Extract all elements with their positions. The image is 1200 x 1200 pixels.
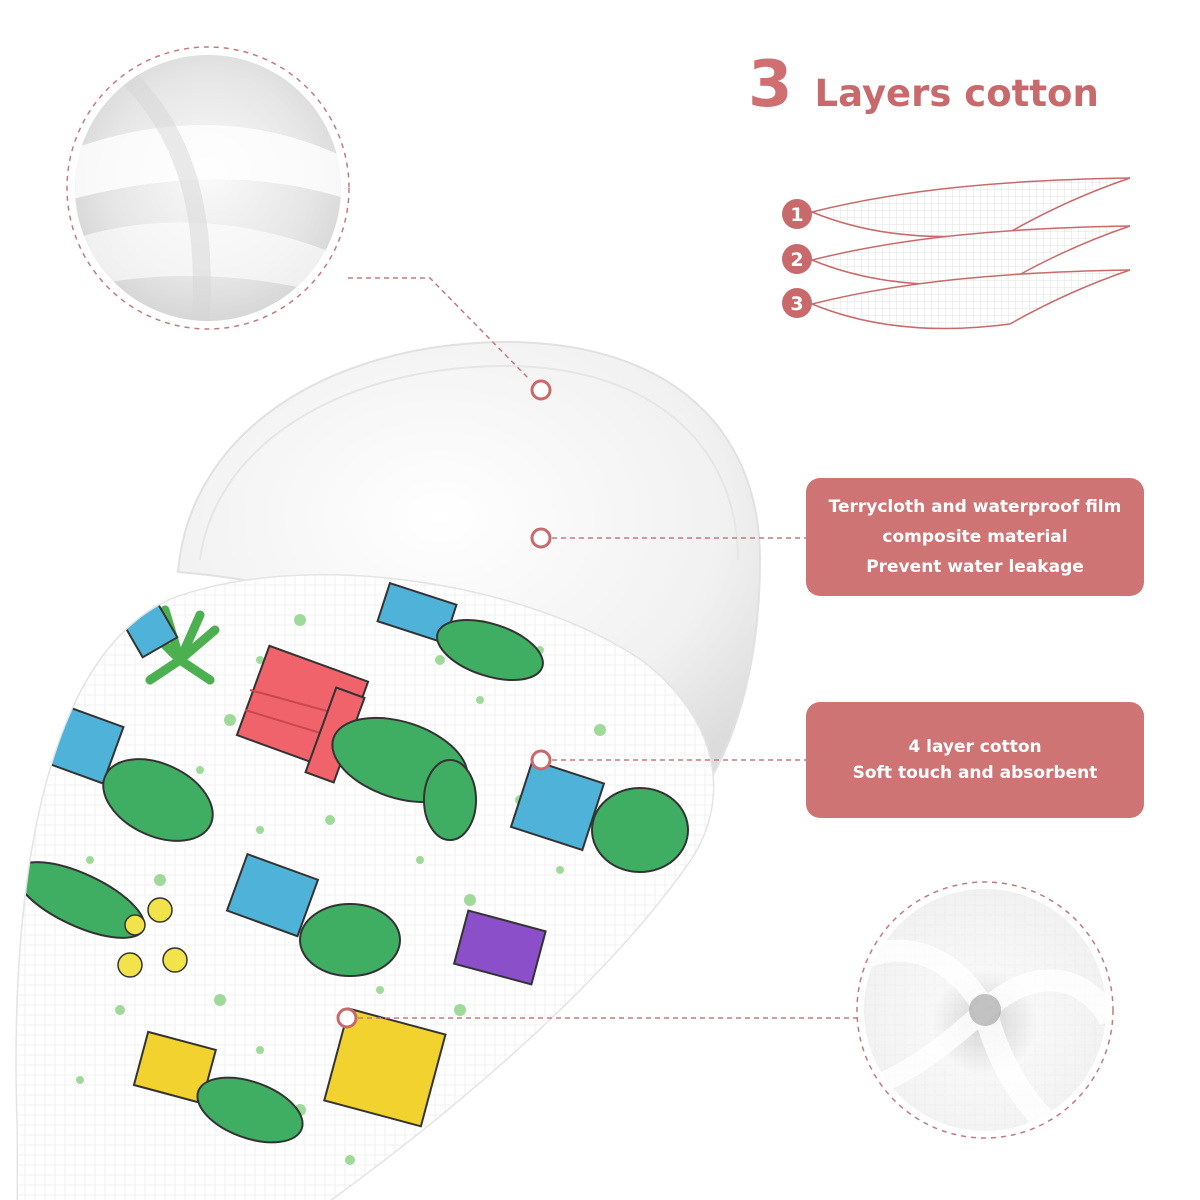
callout-line: Prevent water leakage — [866, 557, 1084, 577]
marker-cotton — [530, 749, 552, 771]
cactus-yellow-pot-bottom — [132, 1007, 447, 1144]
callout-line: Terrycloth and waterproof film — [828, 497, 1122, 517]
marker-terry — [530, 379, 552, 401]
cactus-blue-pot-right — [509, 759, 689, 873]
callout-waterproof-film: Terrycloth and waterproof film composite… — [806, 478, 1144, 596]
marker-muslin — [336, 1007, 358, 1029]
cactus-yellow-flowers — [16, 861, 188, 978]
layer-marker-2-label: 2 — [790, 249, 803, 271]
cactus-blue-pot-top — [376, 581, 544, 682]
headline-text: Layers cotton — [814, 72, 1099, 115]
muslin-zoom-circle — [856, 881, 1114, 1139]
cactus-purple-pot — [452, 909, 547, 986]
headline: 3 Layers cotton — [748, 48, 1099, 128]
callout-line: Soft touch and absorbent — [852, 763, 1098, 783]
leader-lines — [348, 277, 860, 1019]
layer-marker-3 — [782, 288, 812, 318]
headline-number: 3 — [748, 48, 793, 122]
leader-line-terry — [348, 277, 531, 381]
layer-marker-1 — [782, 199, 812, 229]
cactus-red-pot — [235, 644, 477, 841]
marker-film — [530, 527, 552, 549]
layer-marker-2 — [782, 244, 812, 274]
cactus-blue-pot-left — [45, 705, 214, 842]
callout-line: 4 layer cotton — [908, 737, 1042, 757]
layer-marker-1-label: 1 — [790, 204, 803, 226]
layers-diagram: 1 2 3 — [782, 177, 1131, 330]
callout-line: composite material — [882, 527, 1068, 547]
layer-marker-3-label: 3 — [790, 293, 803, 315]
cactus-blue-pot-middle — [225, 852, 401, 977]
terrycloth-zoom-circle — [66, 46, 350, 330]
leader-markers — [336, 379, 552, 1029]
callout-cotton-layers: 4 layer cotton Soft touch and absorbent — [806, 702, 1144, 818]
